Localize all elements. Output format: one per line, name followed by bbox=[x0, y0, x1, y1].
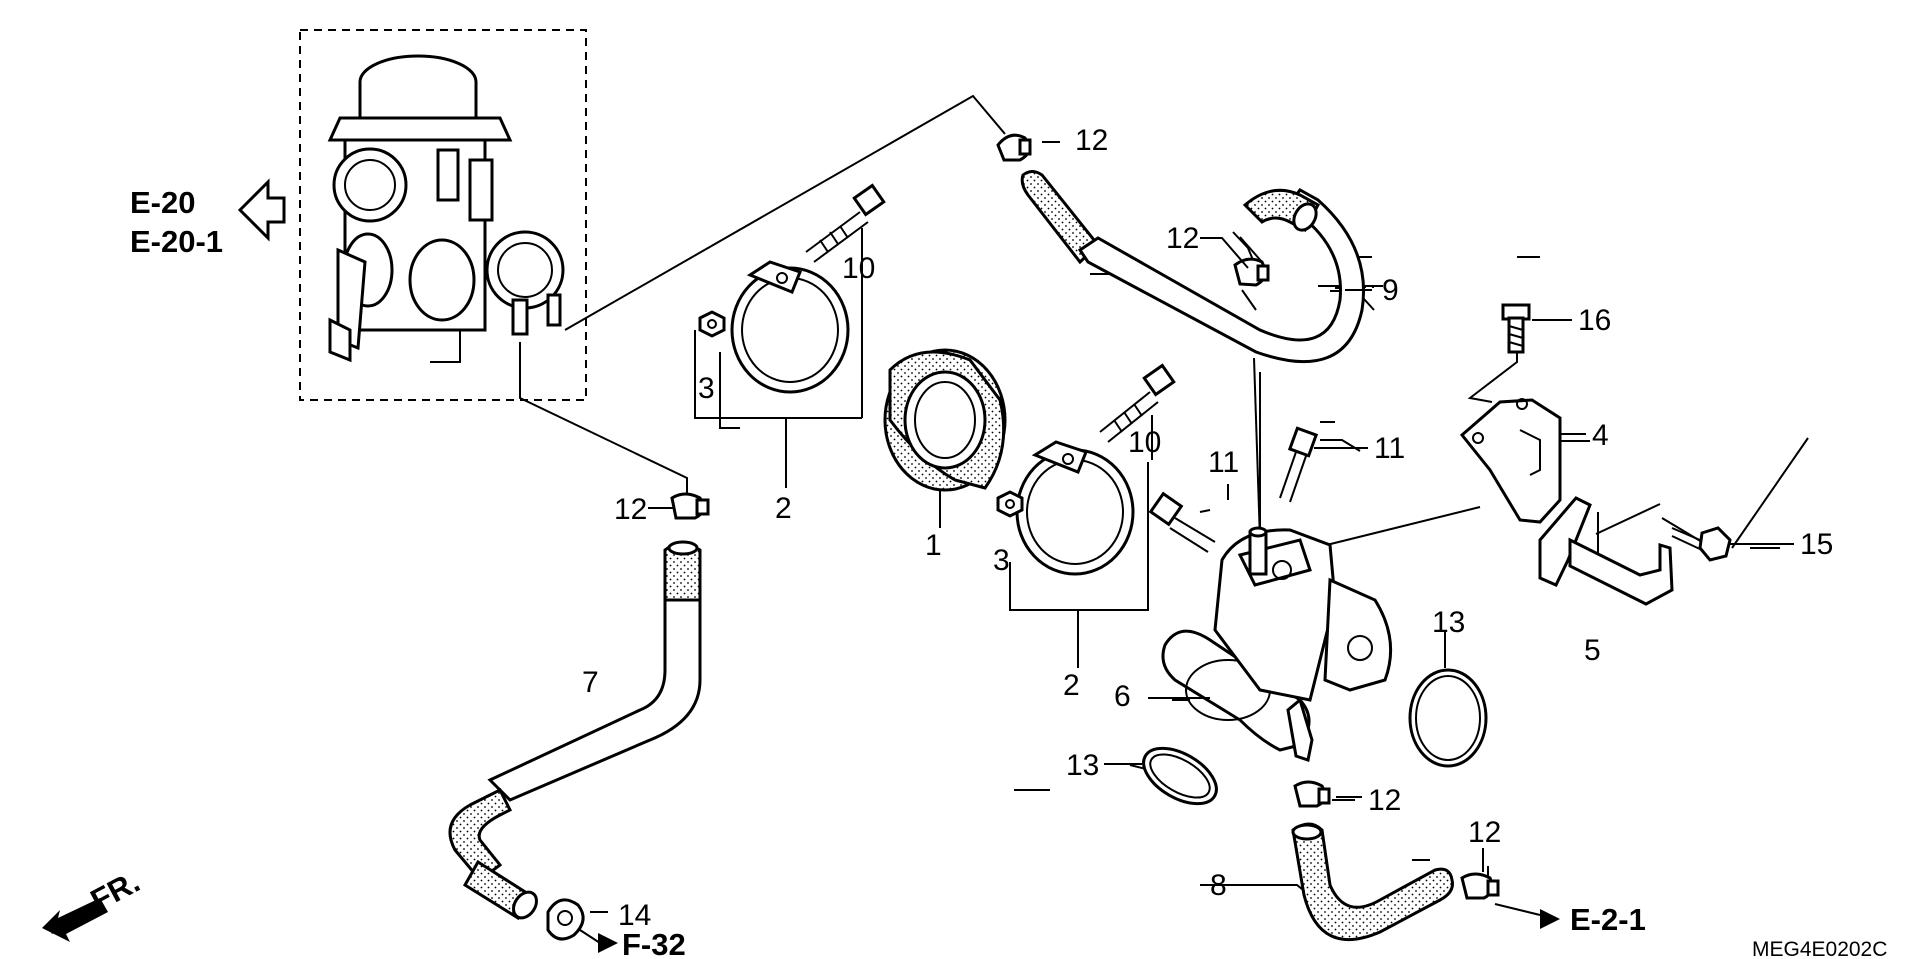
callout-13b: 13 bbox=[1066, 749, 1099, 782]
callout-9: 9 bbox=[1382, 274, 1399, 307]
callout-11b: 11 bbox=[1374, 432, 1405, 465]
front-direction-arrow bbox=[42, 898, 108, 942]
callout-12a: 12 bbox=[1075, 124, 1108, 157]
bolt-10a bbox=[805, 183, 886, 263]
drawing-code: MEG4E0202C bbox=[1752, 938, 1887, 959]
bolt-11a bbox=[1148, 491, 1216, 553]
callout-13a: 13 bbox=[1432, 606, 1465, 639]
label-leaders bbox=[590, 141, 1794, 913]
bolt-11b bbox=[1279, 426, 1319, 503]
bolt-15 bbox=[1671, 526, 1732, 562]
callout-4: 4 bbox=[1592, 419, 1609, 452]
o-ring-13a bbox=[1408, 668, 1488, 768]
callout-11a: 11 bbox=[1208, 446, 1239, 479]
ref-e2-1: E-2-1 bbox=[1570, 902, 1646, 937]
o-ring-13b bbox=[1142, 746, 1218, 806]
clip-12d bbox=[1293, 780, 1331, 808]
hose-8 bbox=[1291, 822, 1454, 942]
leader-lines bbox=[519, 94, 1809, 916]
clip-14 bbox=[546, 898, 585, 941]
clamp-band-2a bbox=[730, 260, 850, 394]
hose-9 bbox=[1020, 170, 1366, 364]
callout-14: 14 bbox=[618, 899, 651, 932]
ref-f32: F-32 bbox=[622, 927, 686, 959]
callout-15: 15 bbox=[1800, 528, 1833, 561]
callout-5: 5 bbox=[1584, 634, 1601, 667]
callout-12d: 12 bbox=[1368, 784, 1401, 817]
bolt-16 bbox=[1501, 303, 1531, 354]
intake-manifold-6 bbox=[1161, 526, 1393, 762]
callout-16: 16 bbox=[1578, 304, 1611, 337]
nut-3a bbox=[698, 310, 726, 338]
callout-12b: 12 bbox=[1166, 222, 1199, 255]
ref-e20: E-20 bbox=[130, 185, 195, 220]
bolt-10b bbox=[1099, 363, 1176, 443]
callout-2b: 2 bbox=[1063, 669, 1080, 702]
callout-12c: 12 bbox=[614, 493, 647, 526]
callout-10a: 10 bbox=[842, 252, 875, 285]
callout-3a: 3 bbox=[698, 372, 715, 405]
hose-7 bbox=[448, 540, 702, 921]
arrow-e20 bbox=[237, 178, 286, 242]
insulator-1 bbox=[883, 348, 1007, 492]
callout-6: 6 bbox=[1114, 680, 1131, 713]
clip-12a bbox=[996, 133, 1032, 162]
clip-12b bbox=[1233, 257, 1270, 287]
callout-7: 7 bbox=[582, 666, 599, 699]
bracket-4 bbox=[1459, 398, 1562, 524]
clip-12e bbox=[1460, 872, 1500, 900]
arrow-f32 bbox=[579, 929, 618, 953]
carburetor-assembly bbox=[299, 29, 587, 401]
clamp-band-2b bbox=[1015, 440, 1135, 576]
clip-12c bbox=[670, 492, 710, 520]
arrow-e21 bbox=[1540, 909, 1560, 929]
callout-12e: 12 bbox=[1468, 816, 1501, 849]
callout-3b: 3 bbox=[993, 544, 1010, 577]
callout-2a: 2 bbox=[775, 492, 792, 525]
callout-1: 1 bbox=[925, 529, 942, 562]
bracket-5 bbox=[1538, 496, 1674, 606]
callout-10b: 10 bbox=[1128, 426, 1161, 459]
ref-e20-1: E-20-1 bbox=[130, 224, 223, 259]
nut-3b bbox=[996, 490, 1024, 518]
